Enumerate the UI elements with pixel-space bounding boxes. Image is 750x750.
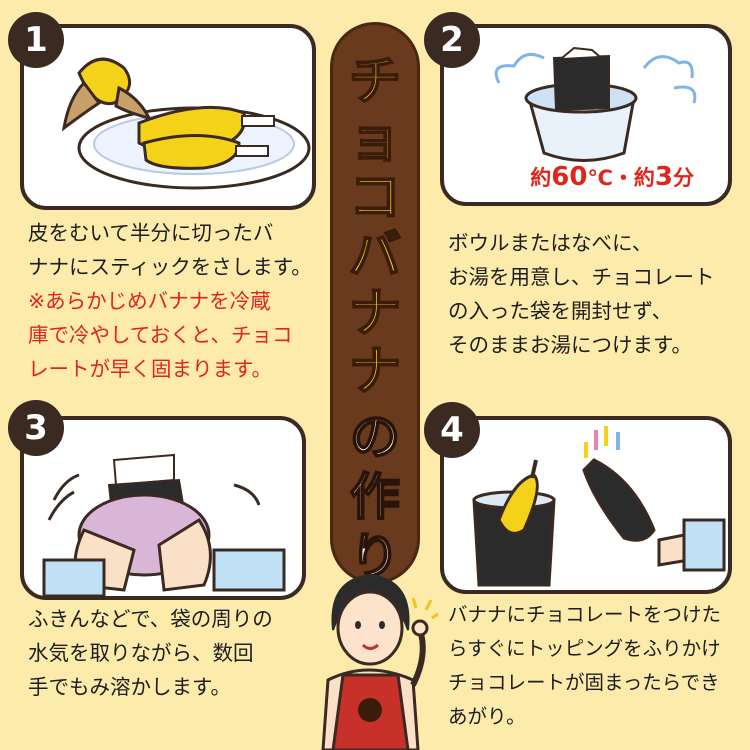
banana-illustration	[61, 57, 311, 190]
time-suffix: 分	[673, 166, 694, 190]
step2-line: の入った袋を開封せず、	[448, 299, 673, 323]
temp-unit: ℃・約	[587, 166, 655, 190]
step1-text: 皮をむいて半分に切ったバ ナナにスティックをさします。 ※あらかじめバナナを冷蔵…	[28, 216, 324, 386]
step1-note-line: 庫で冷やしておくと、チョコ	[28, 323, 293, 347]
temp-value: 60	[551, 162, 588, 192]
step2-line: お湯を用意し、チョコレート	[448, 265, 715, 289]
time-value: 3	[654, 162, 673, 192]
title-banner: チ ョ コ バ ナ ナ の 作 り 方	[330, 22, 420, 647]
step2-line: ボウルまたはなべに、	[448, 231, 653, 255]
step2-text: ボウルまたはなべに、 お湯を用意し、チョコレート の入った袋を開封せず、 そのま…	[448, 226, 740, 362]
title-yellow-text: チ ョ コ バ ナ ナ	[348, 52, 402, 402]
step4-line: らすぐにトッピングをふりかけ	[448, 637, 721, 660]
step1-illustration-panel	[20, 24, 316, 210]
step4-line: バナナにチョコレートをつけた	[448, 603, 722, 626]
step3-line: ふきんなどで、袋の周りの	[28, 607, 273, 631]
step2-line: そのままお湯につけます。	[448, 333, 692, 357]
temperature-time-label: 約60℃・約3分	[530, 162, 694, 192]
title-char: ョ	[348, 110, 402, 170]
step4-number-badge: 4	[424, 402, 480, 458]
step1-note-line: ※あらかじめバナナを冷蔵	[28, 289, 271, 313]
step1-line: 皮をむいて半分に切ったバ	[28, 221, 274, 245]
step3-line: 手でもみ溶かします。	[28, 675, 231, 699]
chef-woman-illustration	[321, 573, 438, 750]
step1-number-badge: 1	[8, 12, 64, 68]
kneading-hands-illustration	[42, 453, 286, 596]
step4-text: バナナにチョコレートをつけた らすぐにトッピングをふりかけ チョコレートが固まっ…	[448, 598, 748, 734]
step4-illustration-panel	[440, 416, 732, 594]
title-char: バ	[348, 226, 402, 286]
step3-number-badge: 3	[8, 400, 64, 456]
title-char: ナ	[348, 342, 402, 402]
step1-note-line: レートが早く固まります。	[28, 357, 272, 381]
title-char: 作	[349, 467, 401, 527]
step3-line: 水気を取りながら、数回	[28, 641, 254, 665]
step3-text: ふきんなどで、袋の周りの 水気を取りながら、数回 手でもみ溶かします。	[28, 602, 324, 704]
step2-number-badge: 2	[424, 12, 480, 68]
title-char: コ	[348, 168, 402, 228]
title-char: の	[349, 407, 401, 467]
step3-illustration-panel	[20, 416, 306, 600]
step1-line: ナナにスティックをさします。	[28, 255, 312, 279]
dipping-banana-illustration	[472, 426, 726, 587]
step4-line: あがり。	[448, 705, 526, 728]
step4-line: チョコレートが固まったらでき	[448, 671, 720, 694]
step2-illustration-panel: 約60℃・約3分	[440, 24, 732, 206]
title-char: ナ	[348, 284, 402, 344]
bowl-illustration	[494, 46, 697, 162]
temp-prefix: 約	[530, 166, 552, 190]
title-char: チ	[348, 52, 402, 112]
